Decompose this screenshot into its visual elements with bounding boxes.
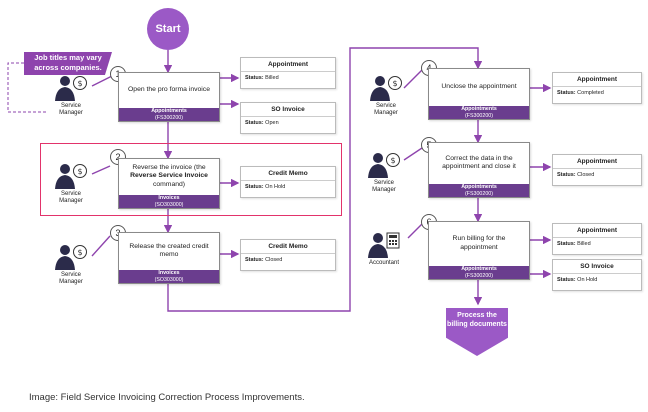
- status-card-appointment-closed: Appointment Status: Closed: [552, 154, 642, 186]
- job-titles-note: Job titles may vary across companies.: [24, 52, 112, 75]
- status-card-title: Credit Memo: [241, 240, 335, 254]
- status-card-credit-memo-closed: Credit Memo Status: Closed: [240, 239, 336, 271]
- status-label: Status:: [245, 184, 264, 190]
- status-card-title: Appointment: [553, 224, 641, 238]
- step-text-before: Reverse the invoice (the: [132, 163, 206, 171]
- status-card-so-invoice-open: SO Invoice Status: Open: [240, 102, 336, 134]
- status-label: Status:: [557, 277, 576, 283]
- step-text: Reverse the invoice (the Reverse Service…: [119, 159, 219, 194]
- step-footer: Invoices (SO303000): [119, 195, 219, 208]
- status-card-appointment-billed: Appointment Status: Billed: [240, 57, 336, 89]
- status-card-appointment-completed: Appointment Status: Completed: [552, 72, 642, 104]
- status-value: Billed: [577, 241, 591, 247]
- status-card-title: SO Invoice: [553, 260, 641, 274]
- role-label: Service Manager: [374, 103, 398, 116]
- svg-text:$: $: [77, 79, 82, 88]
- svg-text:$: $: [390, 156, 395, 165]
- image-caption: Image: Field Service Invoicing Correctio…: [29, 392, 305, 403]
- step-footer: Appointments (FS300200): [429, 106, 529, 119]
- step-2-highlight: [40, 143, 342, 216]
- command-name: Reverse Service Invoice: [130, 172, 208, 180]
- status-card-so-invoice-on-hold: SO Invoice Status: On Hold: [552, 259, 642, 291]
- status-label: Status:: [557, 172, 576, 178]
- step-text: Unclose the appointment: [441, 82, 517, 90]
- service-manager-icon: $: [55, 245, 87, 270]
- step-text: Correct the data in the appointment and …: [442, 154, 516, 171]
- step-footer: Appointments (FS300200): [429, 184, 529, 197]
- status-value: Completed: [577, 90, 604, 96]
- service-manager-icon: $: [55, 164, 87, 189]
- status-label: Status:: [245, 75, 264, 81]
- status-label: Status:: [245, 120, 264, 126]
- status-value: Closed: [577, 172, 595, 178]
- role-label: Service Manager: [59, 191, 83, 204]
- status-label: Status:: [245, 257, 264, 263]
- step-5-box: Correct the data in the appointment and …: [428, 142, 530, 198]
- status-value: On Hold: [265, 184, 286, 190]
- step-3-box: Release the created credit memo Invoices…: [118, 232, 220, 284]
- role-label: Service Manager: [59, 272, 83, 285]
- role-service-manager-1: $ Service Manager: [49, 74, 93, 117]
- step-6-box: Run billing for the appointment Appointm…: [428, 221, 530, 280]
- screen-code: (FS300200): [465, 272, 493, 279]
- step-footer: Appointments (FS300200): [119, 108, 219, 121]
- screen-code: (FS300200): [155, 114, 183, 121]
- screen-name: Appointments: [151, 108, 187, 114]
- screen-code: (SO303000): [154, 201, 184, 208]
- service-manager-icon: $: [368, 153, 400, 178]
- role-service-manager-3: $ Service Manager: [49, 243, 93, 286]
- screen-code: (SO303000): [154, 276, 184, 283]
- status-card-title: Appointment: [553, 155, 641, 169]
- status-card-credit-memo-on-hold: Credit Memo Status: On Hold: [240, 166, 336, 198]
- status-card-title: Appointment: [241, 58, 335, 72]
- screen-name: Appointments: [461, 106, 497, 112]
- step-footer: Invoices (SO303000): [119, 270, 219, 283]
- accountant-icon: [368, 232, 400, 258]
- role-service-manager-5: $ Service Manager: [362, 151, 406, 194]
- svg-text:$: $: [77, 248, 82, 257]
- status-card-title: Appointment: [553, 73, 641, 87]
- role-accountant: Accountant: [362, 231, 406, 267]
- status-value: Billed: [265, 75, 279, 81]
- status-value: Open: [265, 120, 279, 126]
- step-footer: Appointments (FS300200): [429, 266, 529, 279]
- service-manager-icon: $: [370, 76, 402, 101]
- screen-name: Invoices: [158, 195, 180, 201]
- step-1-box: Open the pro forma invoice Appointments …: [118, 72, 220, 122]
- screen-name: Invoices: [158, 270, 180, 276]
- service-manager-icon: $: [55, 76, 87, 101]
- step-text: Open the pro forma invoice: [128, 85, 210, 93]
- role-service-manager-4: $ Service Manager: [364, 74, 408, 117]
- role-service-manager-2: $ Service Manager: [49, 162, 93, 205]
- status-card-title: SO Invoice: [241, 103, 335, 117]
- svg-text:$: $: [77, 167, 82, 176]
- role-label: Service Manager: [372, 180, 396, 193]
- status-card-appointment-billed-2: Appointment Status: Billed: [552, 223, 642, 255]
- screen-code: (FS300200): [465, 112, 493, 119]
- start-node: Start: [147, 8, 189, 50]
- svg-text:$: $: [392, 79, 397, 88]
- status-label: Status:: [557, 90, 576, 96]
- step-text: Release the created credit memo: [129, 242, 209, 259]
- status-label: Status:: [557, 241, 576, 247]
- screen-code: (FS300200): [465, 190, 493, 197]
- step-text-after: command): [152, 180, 186, 188]
- status-value: Closed: [265, 257, 283, 263]
- role-label: Service Manager: [59, 103, 83, 116]
- screen-name: Appointments: [461, 184, 497, 190]
- status-card-title: Credit Memo: [241, 167, 335, 181]
- screen-name: Appointments: [461, 266, 497, 272]
- step-text: Run billing for the appointment: [452, 235, 506, 251]
- step-2-box: Reverse the invoice (the Reverse Service…: [118, 158, 220, 209]
- status-value: On Hold: [577, 277, 598, 283]
- role-label: Accountant: [368, 260, 400, 266]
- step-4-box: Unclose the appointment Appointments (FS…: [428, 68, 530, 120]
